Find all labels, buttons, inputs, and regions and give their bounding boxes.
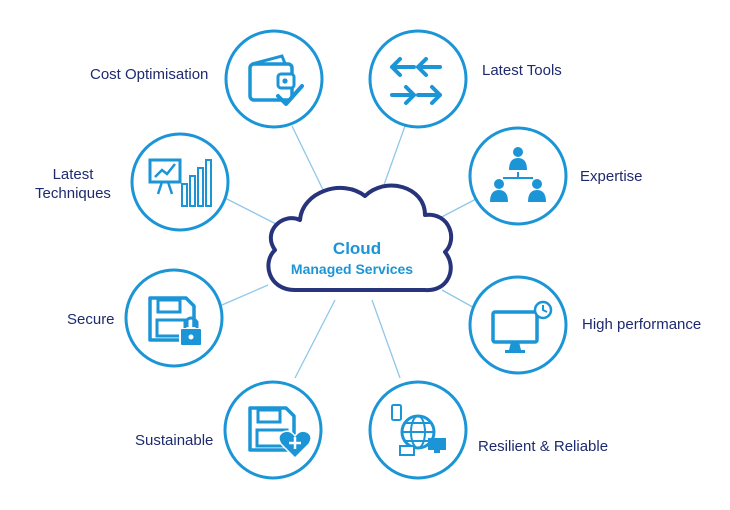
cloud-shape [266,183,454,293]
central-cloud: Cloud Managed Services [266,183,454,293]
node-sustainable [223,380,323,480]
globe-devices-icon [391,404,446,456]
label-expertise: Expertise [580,168,643,185]
label-secure: Secure [67,311,115,328]
arrows-exchange-icon [390,57,442,105]
cloud-subtitle: Managed Services [291,261,413,277]
monitor-clock-icon [491,300,553,353]
connector-performance [441,289,479,311]
node-circle [368,29,468,129]
node-resilient [368,380,468,480]
label-high-performance: High performance [582,316,702,333]
node-cost [224,29,324,129]
node-expertise [468,126,568,226]
node-tools [368,29,468,129]
connector-techniques [224,197,279,226]
wallet-check-icon [248,54,304,106]
label-cost-optimisation: Cost Optimisation [90,66,209,83]
node-techniques [130,132,230,232]
connector-cost [291,125,327,197]
team-hierarchy-icon [490,147,546,202]
label-resilient-reliable: Resilient & Reliable [478,438,609,455]
presentation-chart-icon [148,158,212,207]
connector-secure [221,284,269,306]
label-latest-tools: Latest Tools [482,62,562,79]
floppy-heart-icon [248,406,312,460]
label-latest-techniques-line2: Techniques [35,185,111,202]
connector-sustainable [294,299,336,379]
node-performance [468,275,568,375]
node-secure [124,268,224,368]
label-latest-techniques-line1: Latest [52,166,94,183]
connector-resilient [371,299,401,379]
floppy-lock-icon [148,296,203,347]
cloud-title: Cloud [333,239,381,258]
label-sustainable: Sustainable [135,432,214,449]
label-latest-techniques: Latest Techniques [28,165,118,203]
